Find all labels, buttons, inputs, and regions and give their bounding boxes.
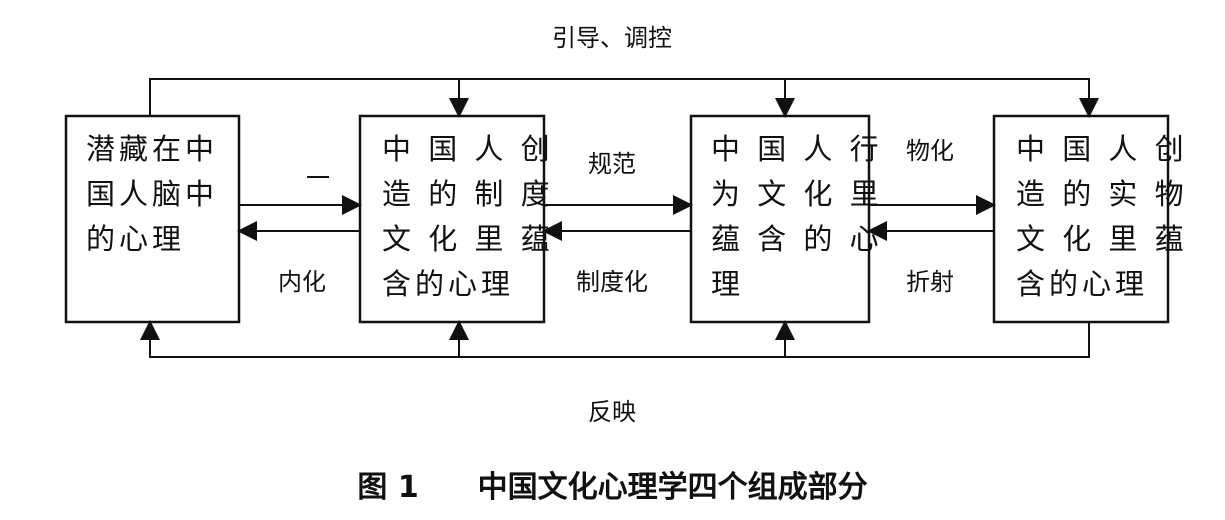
box-2-line-4: 含的心理: [382, 267, 514, 301]
top-loop-line: [149, 78, 1090, 116]
label-guide-control: 引导、调控: [552, 24, 672, 52]
bottom-reflect-loop: [140, 320, 1090, 358]
box-4-line-2: 造 的 实 物: [1016, 177, 1188, 211]
box-2-line-2: 造 的 制 度: [382, 177, 554, 211]
box-1-line-2: 国人脑中: [86, 177, 218, 211]
box-3-text: 中 国 人 行 为 文 化 里 蕴 含 的 心 理: [711, 132, 883, 301]
bottom-loop-line: [149, 322, 1090, 358]
figure-number: 图 1: [357, 470, 419, 505]
box-2-line-3: 文 化 里 蕴: [382, 222, 554, 256]
box-1-text: 潜藏在中 国人脑中 的心理: [86, 132, 218, 256]
box-4-text: 中 国 人 创 造 的 实 物 文 化 里 蕴 含的心理: [1016, 132, 1188, 301]
box-3-line-2: 为 文 化 里: [711, 177, 883, 211]
box-1-line-1: 潜藏在中: [86, 132, 218, 166]
box-3-line-3: 蕴 含 的 心: [711, 222, 883, 256]
box-4-line-3: 文 化 里 蕴: [1016, 222, 1188, 256]
figure-caption: 图 1 中国文化心理学四个组成部分: [0, 462, 1225, 506]
label-reflect: 反映: [588, 398, 636, 426]
label-dash: 一: [306, 164, 330, 192]
box-1-line-3: 的心理: [86, 222, 185, 256]
label-materialize: 物化: [906, 137, 954, 165]
box-4-line-1: 中 国 人 创: [1016, 132, 1188, 166]
label-regulate: 规范: [588, 150, 636, 178]
label-internalize: 内化: [278, 268, 326, 296]
box-2-text: 中 国 人 创 造 的 制 度 文 化 里 蕴 含的心理: [382, 132, 554, 301]
box-4-line-4: 含的心理: [1016, 267, 1148, 301]
figure-title: 中国文化心理学四个组成部分: [477, 470, 868, 505]
label-reflect-refract: 折射: [906, 268, 954, 296]
label-institutionalize: 制度化: [576, 268, 648, 296]
box-2-line-1: 中 国 人 创: [382, 132, 554, 166]
top-guide-loop: [149, 78, 1099, 118]
box-3-line-4: 理: [711, 267, 744, 301]
horizontal-arrows: [237, 195, 996, 241]
box-3-line-1: 中 国 人 行: [711, 132, 883, 166]
